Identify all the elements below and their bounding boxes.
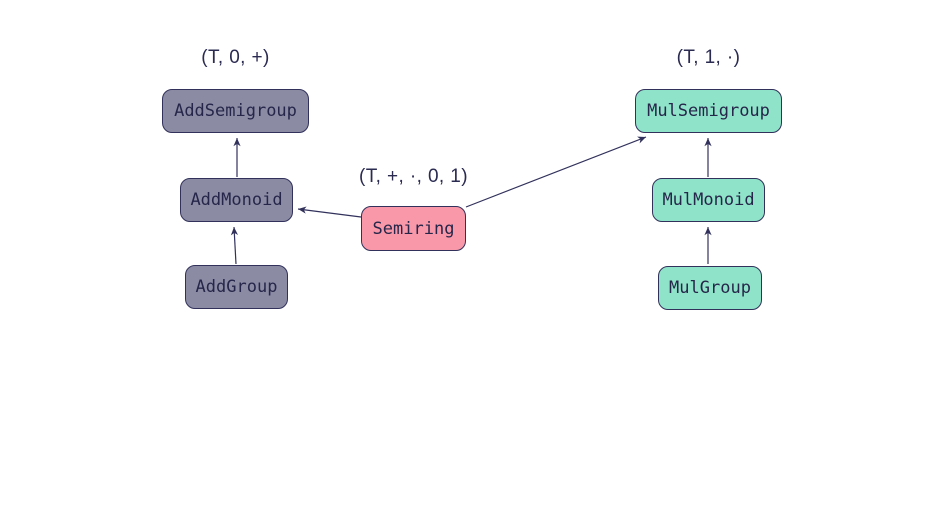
node-add-group: AddGroup bbox=[185, 265, 288, 309]
edge-semiring-to-mul-semigroup bbox=[465, 136, 647, 208]
edge-add-group-to-add-monoid bbox=[230, 226, 239, 265]
node-add-monoid: AddMonoid bbox=[180, 178, 293, 222]
semiring-signature-label: (T, +, ·, 0, 1) bbox=[359, 166, 468, 187]
edge-semiring-to-add-monoid bbox=[297, 206, 362, 218]
additive-signature-label: (T, 0, +) bbox=[201, 47, 270, 68]
node-mul-group: MulGroup bbox=[658, 266, 762, 310]
node-mul-monoid: MulMonoid bbox=[652, 178, 765, 222]
node-semiring: Semiring bbox=[361, 206, 466, 251]
node-add-semigroup: AddSemigroup bbox=[162, 89, 309, 133]
node-mul-semigroup: MulSemigroup bbox=[635, 89, 782, 133]
multiplicative-signature-label: (T, 1, ·) bbox=[676, 47, 741, 68]
